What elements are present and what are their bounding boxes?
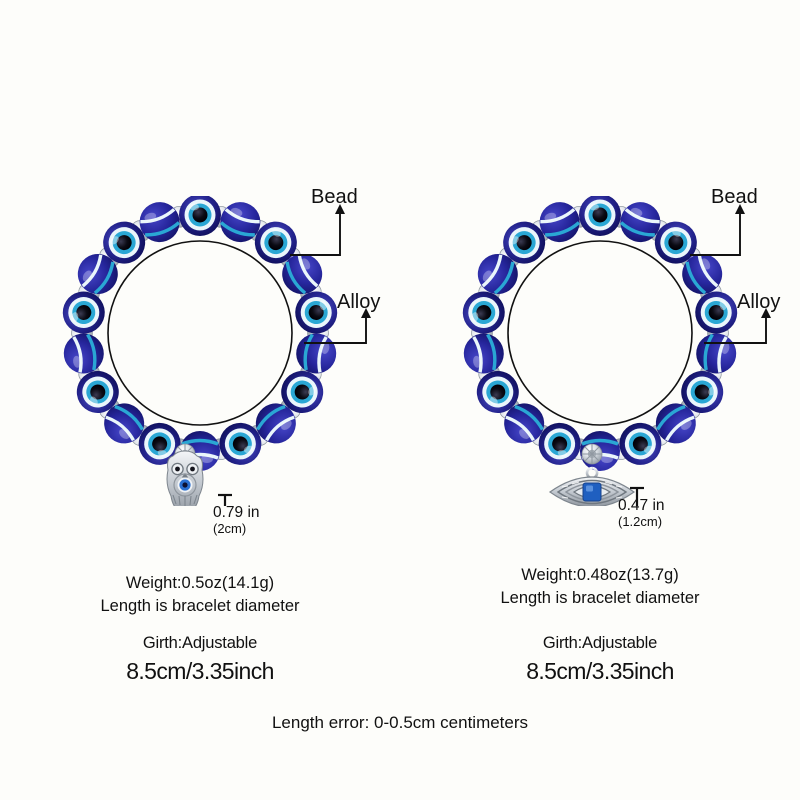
bead-ring [62, 196, 338, 471]
girth-label: Girth:Adjustable [142, 634, 258, 652]
length-note-text: Length is bracelet diameter [100, 597, 300, 616]
bracelet-diagram-owl: Girth:Adjustable 8.5cm/3.35inch [22, 196, 378, 684]
bead-leader-arrowhead [335, 204, 345, 214]
charm-dimension-cm: (2cm) [213, 520, 247, 536]
owl-charm [166, 450, 204, 506]
weight-info-block: Weight:0.5oz(14.1g) Length is bracelet d… [0, 572, 400, 619]
charm-dimension-text: 0.47 in (1.2cm) [618, 497, 665, 529]
charm-dimension-inch: 0.47 in [618, 497, 665, 514]
bracelet-diagram-eye: Girth:Adjustable 8.5cm/3.35inch [422, 196, 778, 684]
alloy-leader-arrowhead [361, 308, 371, 318]
bead-leader-arrowhead [735, 204, 745, 214]
callout-label-bead: Bead [311, 186, 358, 208]
girth-guide-circle [107, 240, 293, 426]
girth-guide-circle [507, 240, 693, 426]
charm-dimension-cm: (1.2cm) [618, 513, 663, 529]
evil-eye-charm [548, 466, 636, 506]
charm-bail [581, 443, 603, 465]
callout-label-bead: Bead [711, 186, 758, 208]
callout-leaders [290, 204, 371, 344]
bracelet-panel-eye: Girth:Adjustable 8.5cm/3.35inch Bead All… [400, 0, 800, 800]
alloy-leader-arrowhead [761, 308, 771, 318]
girth-label: Girth:Adjustable [542, 634, 658, 652]
alloy-leader-line [304, 316, 367, 344]
girth-value: 8.5cm/3.35inch [526, 658, 674, 684]
length-error-note: Length error: 0-0.5cm centimeters [271, 713, 529, 732]
charm-dimension-inch: 0.79 in [213, 504, 260, 521]
callout-label-alloy: Alloy [337, 291, 381, 313]
evil-eye-beads [462, 196, 738, 465]
bead-leader-line [290, 212, 341, 256]
striped-beads [63, 202, 337, 471]
charm-dimension-bracket [630, 486, 644, 506]
charm-dimension-bracket [218, 493, 232, 506]
charm-dimension-text: 0.79 in (2cm) [213, 504, 260, 536]
alloy-leader-line [704, 316, 767, 344]
girth-value: 8.5cm/3.35inch [126, 658, 274, 684]
callout-leaders [690, 204, 771, 344]
bracelet-panel-owl: Girth:Adjustable 8.5cm/3.35inch Bead All… [0, 186, 400, 684]
striped-beads [463, 202, 737, 471]
length-note-text: Length is bracelet diameter [500, 589, 700, 608]
bead-ring [462, 196, 738, 471]
weight-text: Weight:0.5oz(14.1g) [125, 574, 275, 592]
weight-info-block: Weight:0.48oz(13.7g) Length is bracelet … [400, 564, 800, 611]
weight-text: Weight:0.48oz(13.7g) [521, 566, 679, 584]
evil-eye-beads [62, 196, 338, 465]
callout-label-alloy: Alloy [737, 291, 781, 313]
bead-leader-line [690, 212, 741, 256]
